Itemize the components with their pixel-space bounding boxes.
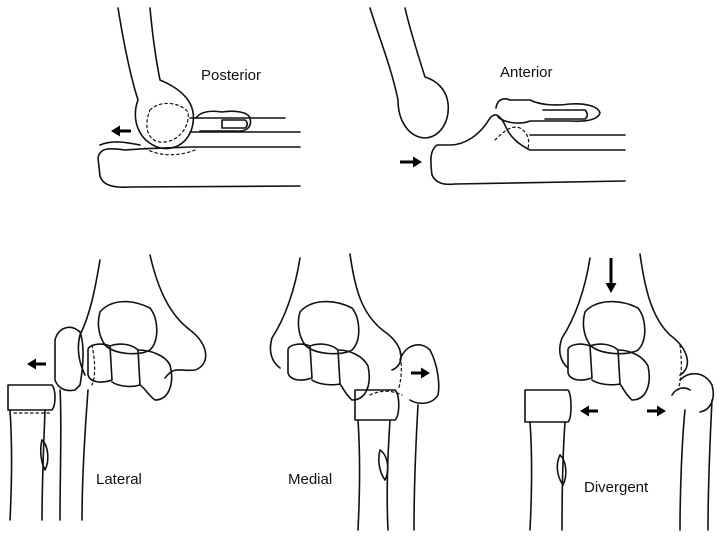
anterior-panel [370, 8, 625, 184]
posterior-arrow [111, 126, 120, 137]
anterior-arrow [413, 157, 422, 168]
lateral-panel [8, 255, 206, 520]
divergent-ulna [680, 374, 713, 530]
divergent-humerus [560, 254, 688, 375]
divergent-down-arrow [606, 283, 617, 293]
divergent-radius [525, 390, 571, 422]
lateral-humerus [78, 255, 205, 378]
medial-radius [358, 420, 390, 530]
anterior-ulna [431, 115, 625, 184]
divergent-panel [525, 254, 713, 530]
posterior-panel [98, 8, 300, 187]
posterior-ulna [98, 147, 300, 187]
divergent-right-arrow [657, 406, 666, 417]
lateral-ulna [60, 390, 88, 520]
lateral-arrow [27, 359, 36, 370]
anterior-humerus [370, 8, 448, 138]
divergent-left-arrow [580, 406, 589, 417]
lateral-radius [8, 385, 55, 410]
posterior-humerus [118, 8, 193, 149]
medial-arrow [421, 368, 430, 379]
medial-panel [270, 254, 438, 530]
medial-humerus [270, 254, 401, 370]
